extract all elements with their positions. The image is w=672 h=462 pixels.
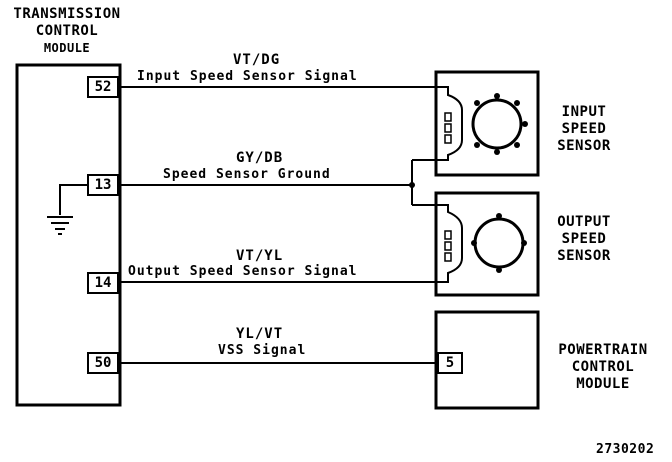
pcm-pin-5: 5 xyxy=(437,352,463,374)
tcm-title-line-2: CONTROL xyxy=(35,23,99,39)
input-sensor-teeth xyxy=(474,93,528,155)
pin-50: 50 xyxy=(87,352,119,374)
input-sensor-label-line-3: SENSOR xyxy=(557,138,611,154)
output-sensor-label-line-2: SPEED xyxy=(561,231,607,247)
output-sensor-label: OUTPUT SPEED SENSOR xyxy=(544,214,624,265)
output-sensor-label-line-1: OUTPUT xyxy=(557,214,611,230)
tcm-title-line-1: TRANSMISSION xyxy=(13,6,121,22)
pcm-label-line-2: CONTROL xyxy=(571,359,635,375)
pcm-label: POWERTRAIN CONTROL MODULE xyxy=(543,342,663,393)
output-sensor-box xyxy=(434,191,540,297)
pin-52: 52 xyxy=(87,76,119,98)
input-speed-wire-color: VT/DG xyxy=(233,52,281,68)
output-sensor-label-line-3: SENSOR xyxy=(557,248,611,264)
output-speed-wire-color: VT/YL xyxy=(236,248,284,264)
figure-id: 2730202 xyxy=(596,442,655,457)
tcm-title: TRANSMISSION CONTROL MODULE xyxy=(2,6,132,57)
input-speed-wire-desc: Input Speed Sensor Signal xyxy=(137,69,358,84)
pcm-label-line-3: MODULE xyxy=(576,376,630,392)
input-sensor-label: INPUT SPEED SENSOR xyxy=(544,104,624,155)
input-sensor-label-line-2: SPEED xyxy=(561,121,607,137)
ground-wire-desc: Speed Sensor Ground xyxy=(163,167,331,182)
output-sensor-wheel xyxy=(473,217,525,269)
input-sensor-label-line-1: INPUT xyxy=(561,104,607,120)
tcm-box xyxy=(15,63,122,407)
pin-13: 13 xyxy=(87,174,119,196)
pin-14: 14 xyxy=(87,272,119,294)
output-speed-wire-desc: Output Speed Sensor Signal xyxy=(128,264,358,279)
vss-wire-desc: VSS Signal xyxy=(218,343,307,358)
pcm-box xyxy=(434,310,540,410)
input-sensor-connector xyxy=(436,86,463,161)
ground-splice-dot xyxy=(409,182,415,188)
pcm-label-line-1: POWERTRAIN xyxy=(558,342,648,358)
vss-wire-color: YL/VT xyxy=(236,326,284,342)
ground-wire-color: GY/DB xyxy=(236,150,284,166)
tcm-title-line-3: MODULE xyxy=(43,41,91,55)
ground-lead xyxy=(59,184,88,215)
input-sensor-box xyxy=(434,70,540,177)
output-sensor-teeth xyxy=(471,213,527,273)
input-sensor-wheel xyxy=(471,98,523,150)
output-sensor-connector xyxy=(436,204,463,283)
